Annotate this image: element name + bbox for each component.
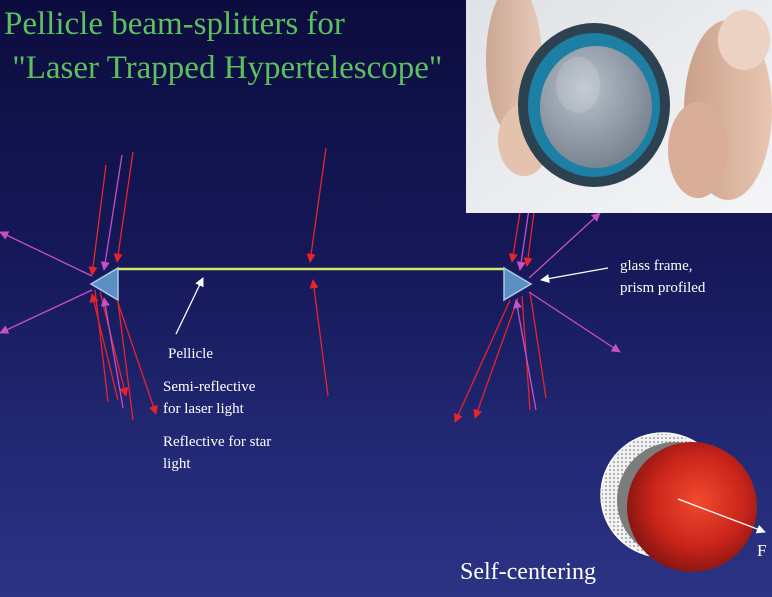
laser-ray — [454, 299, 511, 423]
star-light-line-2: light — [163, 456, 191, 472]
title-line-2: "Laser Trapped Hypertelescope" — [4, 50, 443, 86]
laser-ray — [473, 297, 519, 419]
star-light-label: Reflective for star light — [163, 431, 271, 475]
semi-reflective-line-2: for laser light — [163, 401, 244, 417]
right-prism-frame — [503, 266, 533, 302]
semi-reflective-label: Semi-reflective for laser light — [163, 376, 255, 420]
left-prism-frame — [89, 266, 119, 302]
star-ray — [528, 291, 621, 353]
semi-reflective-line-1: Semi-reflective — [163, 379, 256, 395]
title-line-1: Pellicle beam-splitters for — [4, 6, 345, 42]
laser-ray — [94, 289, 109, 403]
laser-ray — [529, 291, 547, 399]
laser-ray — [309, 279, 329, 397]
glass-frame-pointer-arrow — [540, 267, 609, 284]
laser-ray — [99, 291, 129, 397]
star-ray — [0, 289, 93, 334]
star-light-line-1: Reflective for star — [163, 434, 272, 450]
pellicle-pointer-arrow — [175, 277, 204, 335]
star-ray — [512, 299, 537, 411]
bead-sphere — [627, 442, 757, 572]
laser-ray — [117, 301, 134, 421]
laser-ray — [88, 164, 107, 276]
glass-frame-label-line-2: prism profiled — [620, 280, 706, 296]
self-centering-caption: Self-centering — [460, 559, 596, 585]
laser-ray — [89, 293, 119, 401]
glass-frame-label-line-1: glass frame, — [620, 258, 693, 274]
star-ray — [0, 231, 93, 277]
pellicle-label: Pellicle — [168, 346, 213, 362]
star-ray — [100, 297, 124, 409]
slide-title: Pellicle beam-splitters for "Laser Trapp… — [4, 2, 442, 90]
laser-ray — [306, 147, 327, 263]
self-centering-illustration — [600, 432, 766, 572]
laser-ray — [113, 151, 134, 263]
glass-frame-label: glass frame, prism profiled — [620, 255, 705, 299]
pellicle-photo — [466, 0, 772, 213]
laser-ray — [116, 299, 158, 415]
force-label: F — [757, 541, 767, 560]
force-arrow — [677, 498, 766, 534]
star-ray — [100, 154, 123, 271]
star-ray — [528, 212, 601, 279]
